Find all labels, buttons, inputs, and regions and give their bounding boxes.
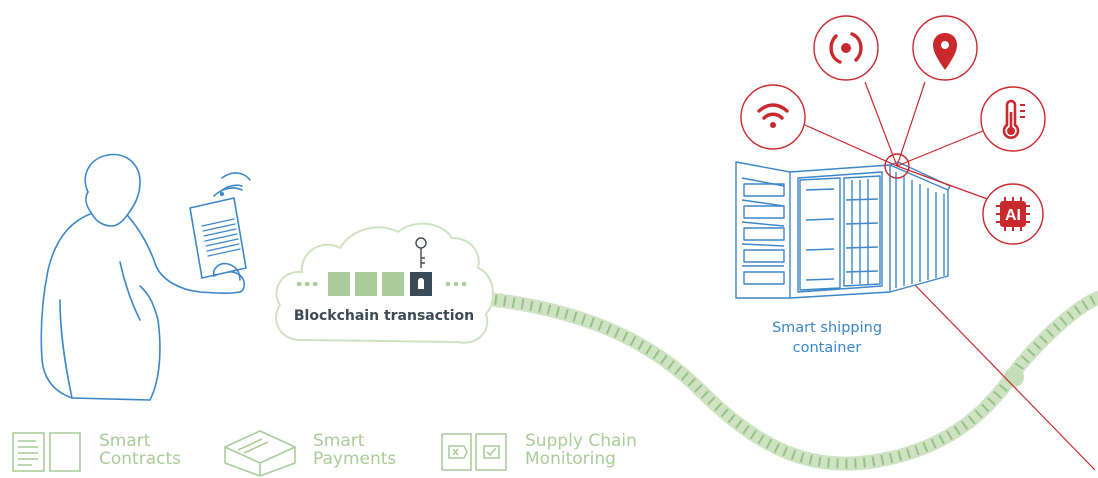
legend-smart-payments: Smart Payments	[313, 432, 396, 468]
legend-line1: Smart	[313, 431, 365, 451]
legend-line2: Monitoring	[525, 449, 616, 469]
shipping-container	[735, 161, 951, 299]
sensor-link-line	[914, 284, 1096, 471]
legend-supply-chain-monitoring: Supply Chain Monitoring	[525, 432, 637, 468]
blockchain-blocks	[296, 237, 467, 296]
container-label-line1: Smart shipping	[771, 320, 883, 336]
monitoring-icon	[441, 433, 507, 471]
payment-box-icon	[224, 430, 296, 477]
legend-line1: Supply Chain	[525, 431, 637, 451]
sensor-location	[912, 15, 978, 81]
container-label-line2: container	[792, 340, 862, 356]
sensor-radar	[813, 15, 879, 81]
legend-smart-contracts: Smart Contracts	[99, 432, 181, 468]
location-pin-icon	[933, 33, 957, 70]
chain-block	[328, 272, 350, 296]
ai-chip-text: AI	[1005, 207, 1021, 224]
person-with-tablet	[40, 153, 251, 401]
sensor-hub	[884, 153, 910, 179]
chain-block	[355, 272, 377, 296]
key-icon	[415, 237, 427, 268]
thermometer-icon	[1002, 99, 1025, 139]
legend-line1: Smart	[99, 431, 151, 451]
sensor-temperature	[980, 86, 1046, 152]
ai-chip-icon: AI	[996, 197, 1030, 231]
blockchain-transaction-label: Blockchain transaction	[293, 308, 475, 324]
wifi-icon	[757, 103, 789, 120]
sensor-connections	[804, 81, 991, 201]
sensor-wifi	[740, 84, 806, 150]
chain-block	[382, 272, 404, 296]
radar-icon	[829, 32, 863, 64]
smart-shipping-container-label: Smart shipping container	[752, 318, 902, 358]
sensor-ai: AI	[982, 183, 1044, 245]
legend-line2: Contracts	[99, 449, 181, 469]
contract-document-icon	[12, 432, 81, 472]
legend-line2: Payments	[313, 449, 397, 469]
